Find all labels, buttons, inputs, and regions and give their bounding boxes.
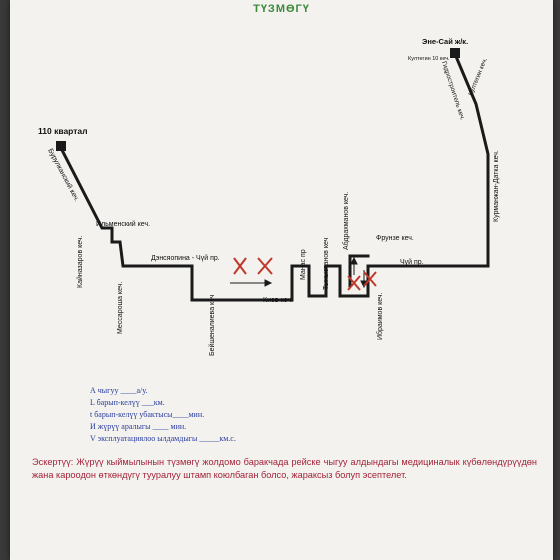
route-map: 110 квартал Эне-Сай ж/к. Култегин 10 кеч… — [38, 37, 500, 356]
end-sublabel: Култегин 10 кеч. — [408, 56, 450, 62]
street-kultegin: Култегин кеч. — [467, 57, 489, 97]
legend-departures: А чыгуу ____а/у. — [90, 386, 148, 395]
street-kaynazarov: Кайназаров кеч. — [76, 235, 84, 288]
legend-speed: V эксплуатациялоо ылдамдыгы _____км.с. — [90, 434, 236, 443]
footnote: Эскертүү: Жүрүү кыймылынын түзмөгү жолдо… — [32, 457, 537, 480]
document-title: ТҮЗМӨГҮ — [253, 3, 310, 15]
street-kiev: Киев кеч. — [263, 297, 293, 304]
legend-interval: И жүрүү аралыгы ____ мин. — [90, 422, 187, 431]
document-sheet: ТҮЗМӨГҮ 110 квартал Эне-Сай ж/к — [10, 0, 553, 560]
street-chuy: Чүй пр. — [400, 258, 424, 266]
start-marker — [56, 141, 66, 151]
end-marker — [450, 48, 460, 58]
street-tynystanov: Тыныстанов кеч — [323, 237, 330, 290]
legend-time: t барып-келүү убактысы____мин. — [90, 410, 205, 419]
direction-arrows — [230, 256, 368, 289]
street-abdrakhmanov: Абдрахманов кеч. — [342, 192, 350, 250]
street-ilmenskiy: Ильменский кеч. — [96, 220, 150, 228]
street-messarosha: Мессароша кеч. — [117, 282, 124, 334]
route-legend: А чыгуу ____а/у. L барып-келүү ___км. t … — [90, 385, 236, 445]
route-line — [59, 52, 490, 302]
street-dzensiopina: Дэнсяопина - Чүй пр. — [151, 254, 220, 262]
end-label: Эне-Сай ж/к. — [422, 37, 468, 46]
legend-distance: L барып-келүү ___км. — [90, 398, 165, 407]
blocked-crosses — [233, 257, 377, 291]
street-manas: Манас пр — [300, 249, 307, 280]
street-beishenalieva: Бейшеналиева кеч — [208, 294, 216, 356]
start-label: 110 квартал — [38, 126, 88, 136]
street-kurmanzhan: Курманжан-Датка кеч. — [493, 150, 500, 222]
street-ibraimov: Ибраимов кеч. — [376, 292, 384, 340]
street-frunze: Фрунзе кеч. — [376, 235, 414, 242]
